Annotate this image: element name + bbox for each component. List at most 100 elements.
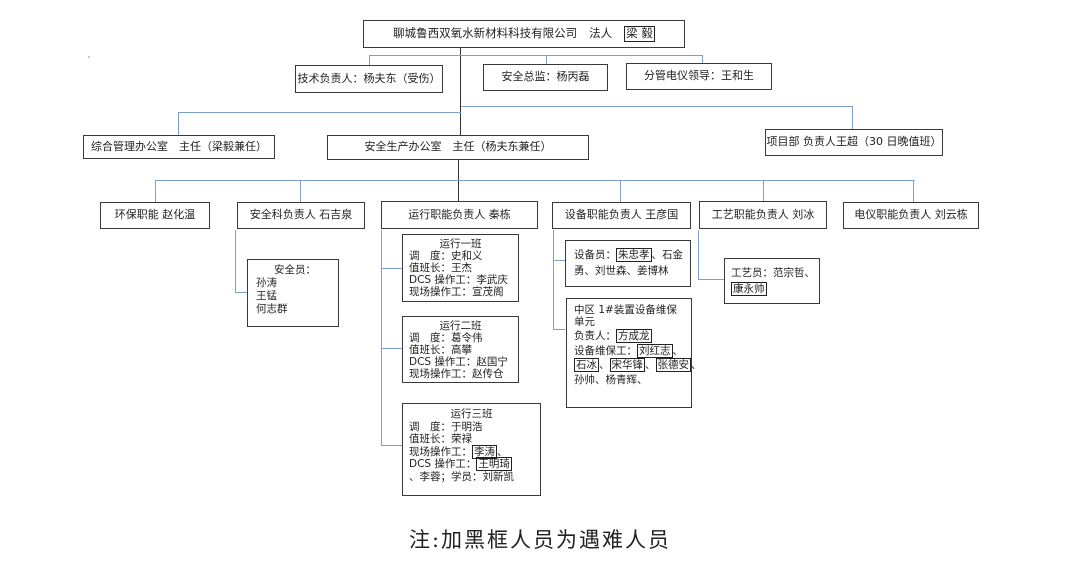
function-process-text: 工艺职能负责人 刘冰 [711, 207, 815, 221]
electrical-leader-text: 分管电仪领导：王和生 [644, 69, 754, 83]
victim-name: 康永帅 [731, 282, 767, 296]
function-ops-box: 运行职能负责人 秦栋 [381, 201, 538, 229]
function-env-text: 环保职能 赵化温 [114, 208, 196, 222]
process-line-v [698, 230, 700, 280]
legend-note: 注:加黑框人员为遇难人员 [408, 528, 672, 552]
safety-staff-line-v [235, 230, 237, 293]
safety-director-box: 安全总监：杨丙磊 [483, 64, 608, 91]
process-line-h [698, 279, 724, 281]
equipment-staff-line-2: 勇、刘世森、姜博林 [574, 265, 669, 277]
equipment-staff-box: 设备员：朱忠孝、石金 勇、刘世森、姜博林 [565, 240, 691, 287]
equip-line-1 [553, 260, 565, 262]
legal-label: 法人 [589, 26, 613, 41]
function-safety-box: 安全科负责人 石吉泉 [237, 202, 365, 229]
maintenance-last-line: 孙帅、杨青辉、 [574, 373, 648, 386]
maintenance-title-1: 中区 1#装置设备维保 [574, 304, 677, 316]
maintenance-leader-label: 负责人： [574, 330, 616, 342]
function-drop-4 [620, 180, 622, 202]
safety-office-box: 安全生产办公室 主任（杨夫东兼任） [327, 135, 589, 160]
shift-1-line: 现场操作工：宣茂阁 [409, 286, 504, 298]
function-drop-5 [763, 180, 765, 202]
victim-name: 李涛 [472, 444, 497, 459]
shift-1-title: 运行一班 [439, 238, 482, 250]
maintenance-title-2: 单元 [574, 315, 595, 328]
shift-2-title: 运行二班 [439, 320, 482, 332]
shift-2-line: DCS 操作工：赵国宁 [409, 356, 508, 368]
function-equip-text: 设备职能负责人 王彦国 [564, 208, 679, 222]
company-box: 聊城鲁西双氧水新材料科技有限公司 法人 梁 毅 [363, 20, 685, 48]
maintenance-workers-row: 设备维保工：刘红志、 [574, 343, 684, 359]
level2-bus [369, 55, 703, 57]
separator: 、 [672, 344, 684, 357]
shift-1-box: 运行一班 调 度：史和义 值班长：王杰 DCS 操作工：李武庆 现场操作工：宣茂… [402, 234, 519, 302]
trunk-line [460, 47, 462, 137]
general-office-text: 综合管理办公室 主任（梁毅兼任） [91, 139, 267, 153]
process-staff-label: 工艺员：范宗哲、 [731, 267, 815, 279]
shift-line-v [381, 230, 383, 445]
shift-3-dcs-row: DCS 操作工：王明琦 [409, 457, 534, 471]
maintenance-leader-row: 负责人：方成龙 [574, 329, 684, 344]
function-elec-text: 电仪职能负责人 刘云栋 [854, 208, 968, 222]
process-staff-box: 工艺员：范宗哲、 康永帅 [724, 258, 820, 304]
shift-3-leader: 值班长：荣禄 [409, 433, 472, 445]
separator: 、 [599, 359, 610, 371]
function-ops-text: 运行职能负责人 秦栋 [408, 207, 511, 221]
shift-2-box: 运行二班 调 度：葛令伟 值班长：高攀 DCS 操作工：赵国宁 现场操作工：赵传… [402, 316, 519, 383]
maintenance-unit-box: 中区 1#装置设备维保 单元 负责人：方成龙 设备维保工：刘红志、 石冰、宋华锋… [566, 298, 702, 408]
shift-3-dispatcher: 调 度：于明浩 [409, 420, 483, 433]
level3-bus [178, 112, 461, 114]
safety-office-text: 安全生产办公室 主任（杨夫东兼任） [364, 140, 552, 154]
level2-drop-3 [702, 55, 704, 64]
level3-bus-right [461, 106, 853, 108]
function-elec-box: 电仪职能负责人 刘云栋 [843, 202, 979, 229]
company-name: 聊城鲁西双氧水新材料科技有限公司 [393, 26, 578, 41]
victim-name: 刘红志 [637, 343, 673, 358]
tech-lead-box: 技术负责人：杨夫东（受伤） [295, 65, 443, 93]
process-staff-row-2: 康永帅 [731, 281, 813, 297]
shift-1-line: 值班长：王杰 [409, 262, 472, 274]
legal-name: 梁 毅 [624, 26, 655, 42]
equipment-staff-rest: 、石金 [651, 249, 684, 261]
function-bus [155, 180, 915, 182]
maintenance-workers-label: 设备维保工： [574, 344, 637, 357]
shift-line-3 [381, 445, 402, 447]
shift-3-last-line: 、李蓉；学员：刘新凯 [409, 470, 514, 483]
maintenance-workers-row-2: 石冰、宋华锋、张德安、 [574, 358, 702, 373]
safety-staff-box: 安全员： 孙涛 王锰 何志群 [247, 259, 339, 327]
electrical-leader-box: 分管电仪领导：王和生 [626, 63, 772, 90]
function-safety-text: 安全科负责人 石吉泉 [249, 208, 353, 222]
victim-name: 方成龙 [616, 329, 652, 343]
shift-2-line: 值班长：高攀 [409, 344, 472, 356]
level2-drop-2 [546, 55, 548, 65]
equipment-staff-label: 设备员： [574, 249, 616, 261]
function-drop-6 [913, 180, 915, 202]
function-drop-1 [155, 180, 157, 202]
project-dept-box: 项目部 负责人王超（30 日晚值班） [765, 129, 943, 156]
shift-3-dcs-label: DCS 操作工： [409, 458, 477, 470]
safety-staff-member: 王锰 [256, 290, 277, 302]
shift-3-field-row: 现场操作工：李涛、 [409, 444, 534, 459]
function-drop-2 [300, 180, 302, 202]
project-dept-text: 项目部 负责人王超（30 日晚值班） [766, 135, 942, 149]
function-process-box: 工艺职能负责人 刘冰 [699, 201, 827, 229]
equip-line-2 [553, 329, 565, 331]
shift-3-title: 运行三班 [450, 408, 493, 420]
shift-1-line: DCS 操作工：李武庆 [409, 274, 508, 286]
general-office-box: 综合管理办公室 主任（梁毅兼任） [83, 135, 275, 159]
victim-name: 朱忠孝 [616, 248, 652, 262]
victim-name: 宋华锋 [609, 358, 645, 372]
equip-line-v [553, 230, 555, 330]
shift-2-line: 调 度：葛令伟 [409, 332, 483, 344]
safety-director-text: 安全总监：杨丙磊 [501, 70, 590, 84]
equipment-staff-line-1: 设备员：朱忠孝、石金 [574, 247, 684, 263]
victim-name: 张德安 [655, 358, 691, 372]
victim-name: 石冰 [574, 358, 599, 372]
speck [88, 56, 90, 58]
function-env-box: 环保职能 赵化温 [100, 202, 210, 229]
level2-drop-1 [369, 55, 371, 65]
level3-drop-right [852, 106, 854, 130]
function-equip-box: 设备职能负责人 王彦国 [552, 202, 691, 229]
safety-staff-member: 孙涛 [256, 277, 277, 289]
safety-staff-title: 安全员： [274, 264, 316, 276]
separator: 、 [497, 445, 508, 458]
